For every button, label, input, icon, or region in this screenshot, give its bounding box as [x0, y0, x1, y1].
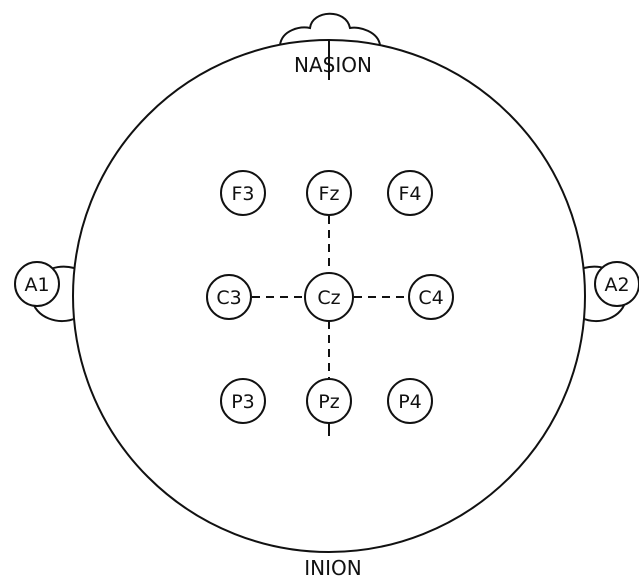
electrode-fz: Fz: [306, 170, 352, 216]
electrode-f4-label: F4: [398, 183, 421, 205]
electrode-p3-label: P3: [231, 391, 255, 413]
electrode-p4: P4: [387, 378, 433, 424]
electrode-c3-label: C3: [216, 287, 241, 309]
electrode-a1: A1: [14, 261, 60, 307]
electrode-a1-label: A1: [24, 274, 49, 296]
nose: [279, 12, 381, 46]
electrode-c4: C4: [408, 274, 454, 320]
electrode-a2-label: A2: [604, 274, 629, 296]
electrode-f4: F4: [387, 170, 433, 216]
electrode-f3-label: F3: [231, 183, 254, 205]
electrode-cz-label: Cz: [317, 287, 340, 309]
nasion-label: NASION: [294, 53, 372, 77]
electrode-a2: A2: [594, 261, 639, 307]
electrode-cz: Cz: [304, 272, 354, 322]
electrode-pz-label: Pz: [318, 391, 339, 413]
electrode-pz: Pz: [306, 378, 352, 424]
electrode-p3: P3: [220, 378, 266, 424]
electrode-f3: F3: [220, 170, 266, 216]
connection-lines: [252, 216, 408, 378]
electrode-p4-label: P4: [398, 391, 422, 413]
electrode-fz-label: Fz: [319, 183, 340, 205]
electrode-c3: C3: [206, 274, 252, 320]
electrode-c4-label: C4: [418, 287, 443, 309]
inion-label: INION: [304, 556, 361, 580]
